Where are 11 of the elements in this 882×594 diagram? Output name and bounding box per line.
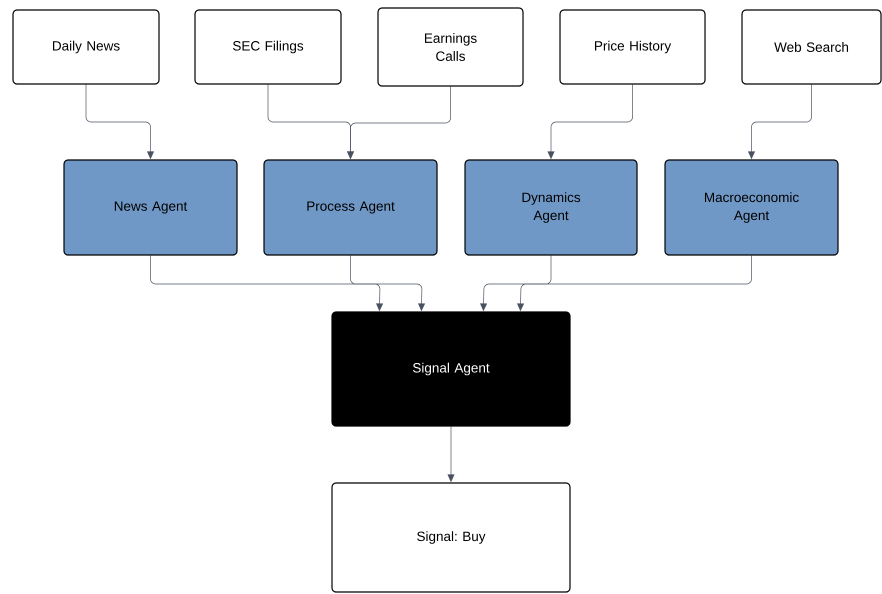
agent-box: News Agent bbox=[63, 159, 238, 256]
source-box: Web Search bbox=[741, 9, 882, 85]
source-box: Signal: Buy bbox=[331, 482, 571, 593]
signal-agent-box: Signal Agent bbox=[331, 311, 571, 427]
agent-box: Dynamics Agent bbox=[464, 159, 638, 256]
source-box: Daily News bbox=[12, 9, 160, 85]
agent-box: Process Agent bbox=[263, 159, 438, 256]
source-box: Price History bbox=[559, 9, 706, 85]
source-box: SEC Filings bbox=[194, 9, 342, 85]
source-box: Earnings Calls bbox=[377, 7, 524, 87]
agent-box: Macroeconomic Agent bbox=[664, 159, 839, 256]
